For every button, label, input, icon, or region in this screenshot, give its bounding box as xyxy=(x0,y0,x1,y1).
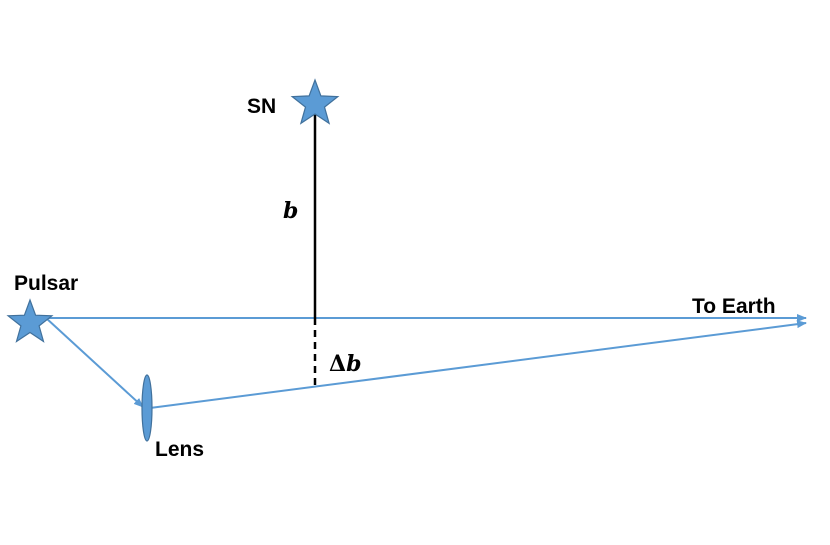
sn-label: SN xyxy=(247,95,277,118)
pulsar-to-lens-ray xyxy=(45,317,144,408)
delta-symbol: Δ xyxy=(329,351,347,377)
pulsar-label: Pulsar xyxy=(14,272,79,295)
impact-parameter-label: b xyxy=(283,198,299,224)
lens-label: Lens xyxy=(155,438,205,461)
sn-star-icon xyxy=(290,78,340,125)
delta-b-label: Δb xyxy=(329,353,361,375)
lens-ellipse-icon xyxy=(141,374,153,442)
pulsar-star-icon xyxy=(6,298,54,343)
lens-to-earth-ray xyxy=(149,320,807,409)
to-earth-label: To Earth xyxy=(692,295,776,318)
delta-b-variable: b xyxy=(346,351,362,377)
